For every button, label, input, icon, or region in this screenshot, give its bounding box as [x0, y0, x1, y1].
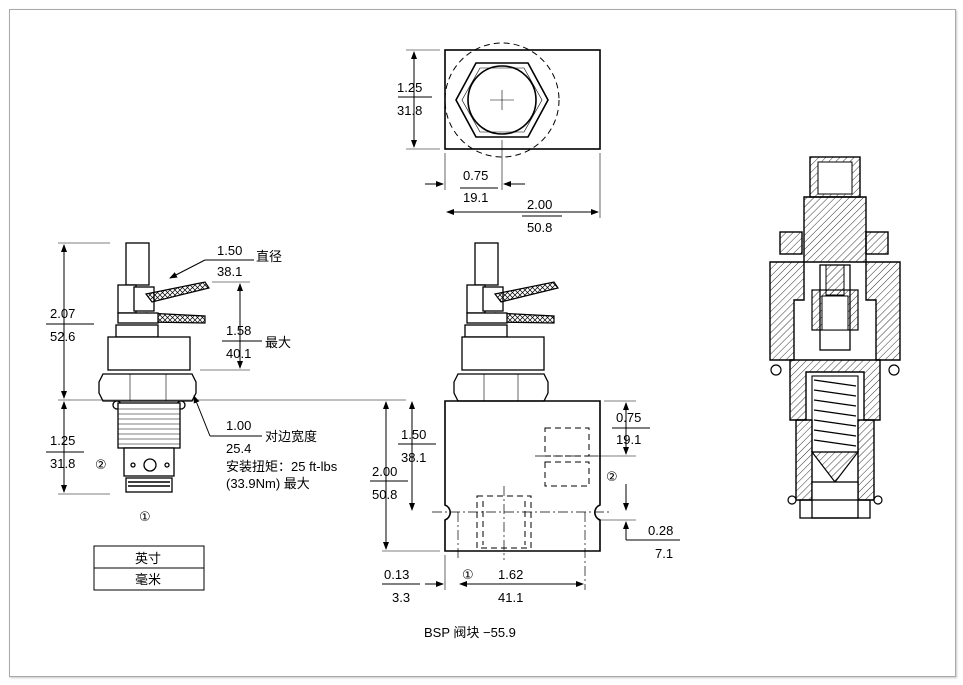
dia-label: 直径	[256, 249, 282, 264]
hex-mm: 25.4	[226, 441, 251, 456]
torque-line-1: 安装扭矩：25 ft-lbs	[226, 459, 338, 474]
side-top-mm: 19.1	[616, 432, 641, 447]
side-bot-in: 0.28	[648, 523, 673, 538]
top-port-mm: 19.1	[463, 190, 488, 205]
side-top-in: 0.75	[616, 410, 641, 425]
top-height-mm: 31.8	[397, 103, 422, 118]
top-view	[398, 42, 601, 218]
dia-mm: 38.1	[217, 264, 242, 279]
unit-legend	[93, 545, 205, 591]
block-port-2: ②	[606, 469, 618, 484]
cartridge-port-2: ②	[95, 457, 107, 472]
block-h1-mm: 38.1	[401, 450, 426, 465]
block-h1-in: 1.50	[401, 427, 426, 442]
bot-mid-mm: 41.1	[498, 590, 523, 605]
top-port-in: 0.75	[463, 168, 488, 183]
top-height-in: 1.25	[397, 80, 422, 95]
caption: BSP 阀块 −55.9	[424, 625, 516, 640]
top-width-in: 2.00	[527, 197, 552, 212]
length-mm: 52.6	[50, 329, 75, 344]
bot-mid-in: 1.62	[498, 567, 523, 582]
dimension-labels: 1.25 31.8 0.75 19.1 2.00 50.8 1.50 38.1 …	[50, 80, 673, 640]
block-view	[370, 242, 680, 590]
cartridge-port-1: ①	[139, 509, 151, 524]
legend-mm: 毫米	[135, 572, 161, 587]
hex-in: 1.00	[226, 418, 251, 433]
block-port-1: ①	[462, 567, 474, 582]
length-in: 2.07	[50, 306, 75, 321]
cartridge-view	[46, 242, 406, 495]
thread-mm: 31.8	[50, 456, 75, 471]
thread-in: 1.25	[50, 433, 75, 448]
block-h2-mm: 50.8	[372, 487, 397, 502]
top-width-mm: 50.8	[527, 220, 552, 235]
cross-section-view	[769, 156, 901, 519]
side-bot-mm: 7.1	[655, 546, 673, 561]
max-label: 最大	[265, 335, 291, 350]
max-mm: 40.1	[226, 346, 251, 361]
max-in: 1.58	[226, 323, 251, 338]
bot-left-in: 0.13	[384, 567, 409, 582]
legend-inch: 英寸	[135, 551, 161, 566]
bot-left-mm: 3.3	[392, 590, 410, 605]
dia-in: 1.50	[217, 243, 242, 258]
torque-line-2: (33.9Nm) 最大	[226, 476, 310, 491]
block-h2-in: 2.00	[372, 464, 397, 479]
hex-label: 对边宽度	[265, 429, 317, 444]
